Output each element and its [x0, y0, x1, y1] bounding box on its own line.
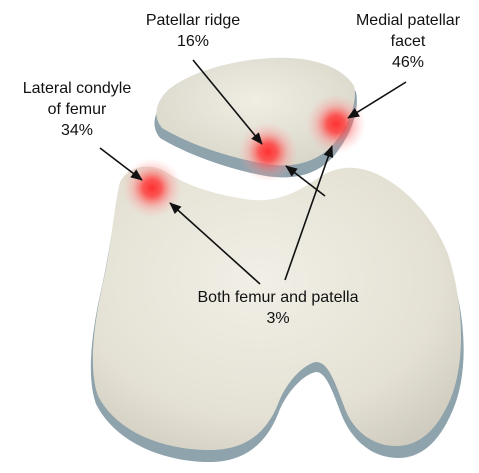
- label-patellar-ridge: Patellar ridge 16%: [128, 10, 258, 52]
- label-lateral-condyle-name1: Lateral condyle: [4, 78, 150, 99]
- label-both-value: 3%: [168, 308, 388, 329]
- glow-medial-facet: [306, 94, 366, 154]
- label-medial-facet-name1: Medial patellar: [340, 10, 476, 31]
- label-medial-facet: Medial patellar facet 46%: [340, 10, 476, 73]
- label-both: Both femur and patella 3%: [168, 287, 388, 329]
- label-lateral-condyle: Lateral condyle of femur 34%: [4, 78, 150, 141]
- label-patellar-ridge-name: Patellar ridge: [128, 10, 258, 31]
- glow-patellar-ridge: [238, 122, 298, 182]
- label-lateral-condyle-name2: of femur: [4, 99, 150, 120]
- glow-lateral-condyle: [122, 158, 182, 218]
- label-medial-facet-name2: facet: [340, 31, 476, 52]
- label-patellar-ridge-value: 16%: [128, 31, 258, 52]
- label-medial-facet-value: 46%: [340, 52, 476, 73]
- label-both-name: Both femur and patella: [168, 287, 388, 308]
- label-lateral-condyle-value: 34%: [4, 120, 150, 141]
